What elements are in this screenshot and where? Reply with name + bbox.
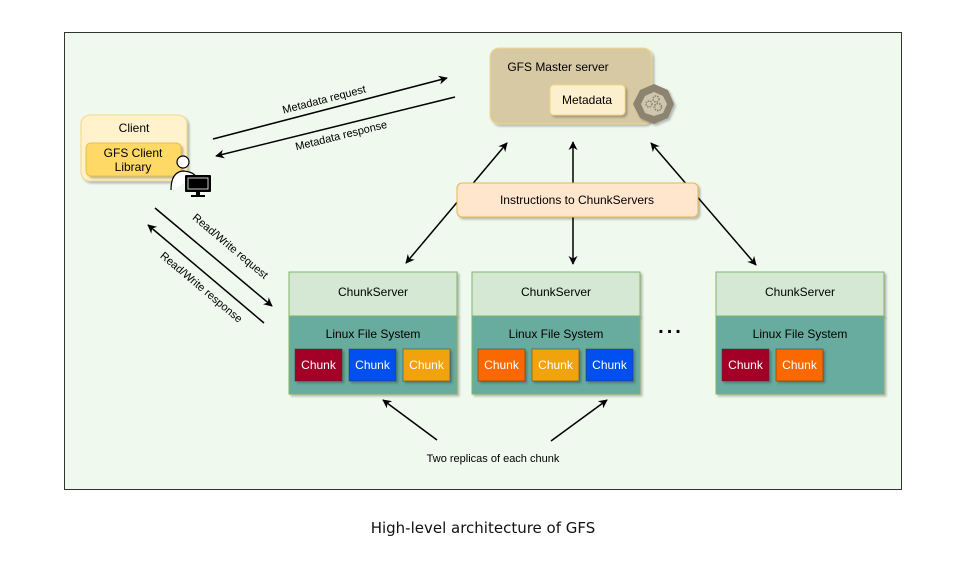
gears-octagon-icon bbox=[633, 84, 674, 124]
chunk-block: Chunk bbox=[531, 348, 580, 382]
chunk-block: Chunk bbox=[402, 348, 451, 382]
client-node: Client GFS Client Library bbox=[80, 114, 211, 197]
linux-fs-label: Linux File System bbox=[326, 327, 421, 341]
linux-fs-label: Linux File System bbox=[509, 327, 604, 341]
chunk-block: Chunk bbox=[294, 348, 343, 382]
chunkserver-title: ChunkServer bbox=[765, 285, 835, 299]
chunk-rect bbox=[348, 348, 397, 382]
replica-note: Two replicas of each chunk bbox=[427, 453, 560, 465]
rw-response-arrow bbox=[147, 224, 265, 324]
chunk-rect bbox=[477, 348, 526, 382]
chunk-rect bbox=[531, 348, 580, 382]
master-cs3-arrow bbox=[650, 142, 757, 266]
chunk-block: Chunk bbox=[585, 348, 634, 382]
figure-caption: High-level architecture of GFS bbox=[370, 519, 596, 537]
chunk-block: Chunk bbox=[348, 348, 397, 382]
replica-arrow-right bbox=[550, 399, 608, 442]
chunk-rect bbox=[775, 348, 824, 382]
chunk-label: Chunk bbox=[301, 358, 337, 372]
chunk-rect bbox=[294, 348, 343, 382]
chunk-label: Chunk bbox=[484, 358, 520, 372]
client-title: Client bbox=[119, 121, 150, 135]
linux-fs-label: Linux File System bbox=[753, 327, 848, 341]
chunk-label: Chunk bbox=[538, 358, 574, 372]
user-computer-icon bbox=[170, 155, 211, 197]
chunk-label: Chunk bbox=[782, 358, 818, 372]
chunk-rect bbox=[402, 348, 451, 382]
rw-request-arrow bbox=[154, 207, 273, 307]
master-node: GFS Master server Metadata bbox=[489, 47, 674, 125]
chunk-rect bbox=[721, 348, 770, 382]
chunkserver-title: ChunkServer bbox=[521, 285, 591, 299]
replica-arrow-left bbox=[382, 399, 438, 441]
chunk-label: Chunk bbox=[355, 358, 391, 372]
chunk-label: Chunk bbox=[409, 358, 445, 372]
chunk-block: Chunk bbox=[477, 348, 526, 382]
chunk-label: Chunk bbox=[728, 358, 764, 372]
metadata-request-arrow bbox=[212, 75, 448, 140]
metadata-label: Metadata bbox=[562, 93, 612, 107]
chunkserver-title: ChunkServer bbox=[338, 285, 408, 299]
instructions-box bbox=[456, 182, 699, 218]
chunkserver-header bbox=[471, 271, 641, 317]
chunk-label: Chunk bbox=[592, 358, 628, 372]
chunk-block: Chunk bbox=[775, 348, 824, 382]
metadata-response-arrow bbox=[215, 96, 456, 159]
instructions-label: Instructions to ChunkServers bbox=[500, 193, 654, 207]
master-title: GFS Master server bbox=[507, 60, 608, 74]
metadata-box bbox=[549, 84, 626, 116]
client-library-line2: Library bbox=[115, 160, 152, 174]
chunk-block: Chunk bbox=[721, 348, 770, 382]
more-servers-ellipsis: ... bbox=[658, 316, 684, 338]
chunkserver-header bbox=[288, 271, 458, 317]
chunk-rect bbox=[585, 348, 634, 382]
chunkserver-header bbox=[715, 271, 885, 317]
client-library-line1: GFS Client bbox=[104, 146, 163, 160]
